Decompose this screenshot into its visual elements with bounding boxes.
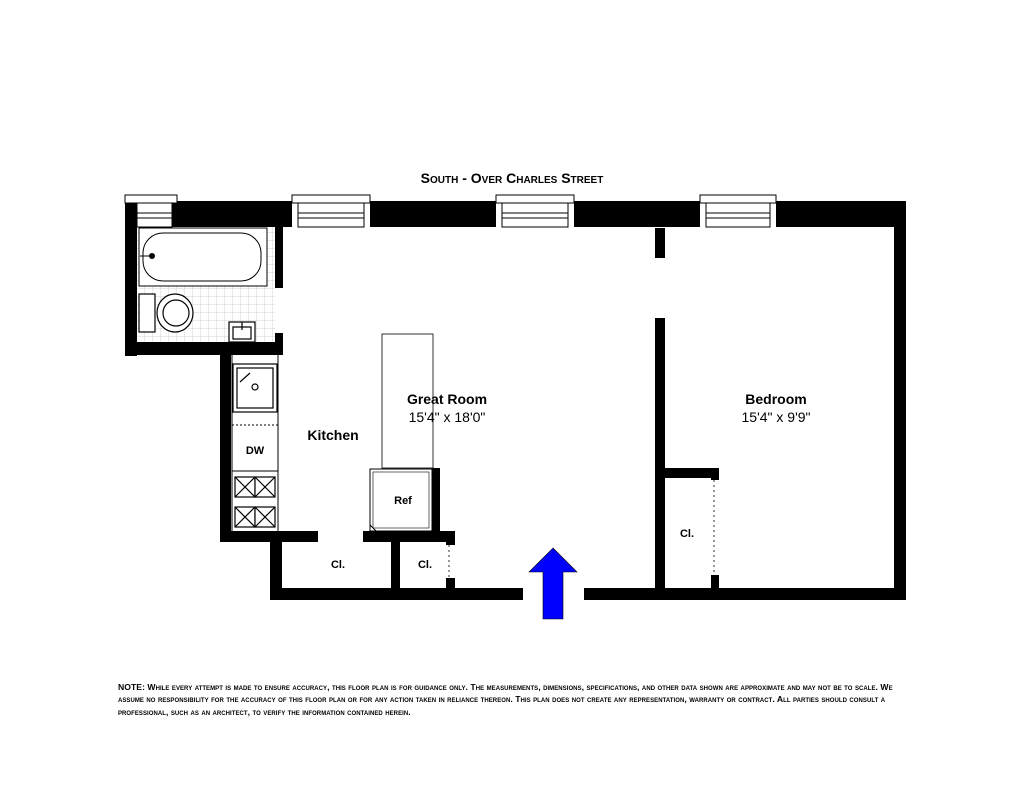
kitchen-island — [381, 333, 434, 469]
stove — [234, 476, 276, 528]
refrigerator-label: Ref — [394, 495, 412, 507]
closet-left-label: Cl. — [331, 559, 345, 571]
bathtub — [138, 227, 268, 287]
closet-bedroom-label: Cl. — [680, 528, 694, 540]
windows — [124, 194, 777, 228]
bedroom-name: Bedroom — [745, 391, 806, 407]
entry-arrow-icon — [528, 547, 578, 620]
kitchen-name: Kitchen — [307, 427, 358, 443]
closet-doors — [448, 480, 715, 578]
kitchen-sink — [232, 363, 278, 413]
kitchen-counter — [231, 355, 279, 531]
closet-middle-label: Cl. — [418, 559, 432, 571]
dishwasher-label: DW — [246, 445, 265, 457]
great-room-name: Great Room — [407, 391, 487, 407]
refrigerator — [369, 468, 433, 532]
bedroom-dimensions: 15'4" x 9'9" — [742, 409, 811, 425]
toilet — [138, 293, 194, 333]
walls — [125, 201, 906, 600]
bathroom-sink — [228, 321, 256, 343]
orientation-label: South - Over Charles Street — [421, 170, 604, 186]
great-room-dimensions: 15'4" x 18'0" — [409, 409, 486, 425]
disclaimer-note: NOTE: While every attempt is made to ens… — [118, 682, 893, 717]
